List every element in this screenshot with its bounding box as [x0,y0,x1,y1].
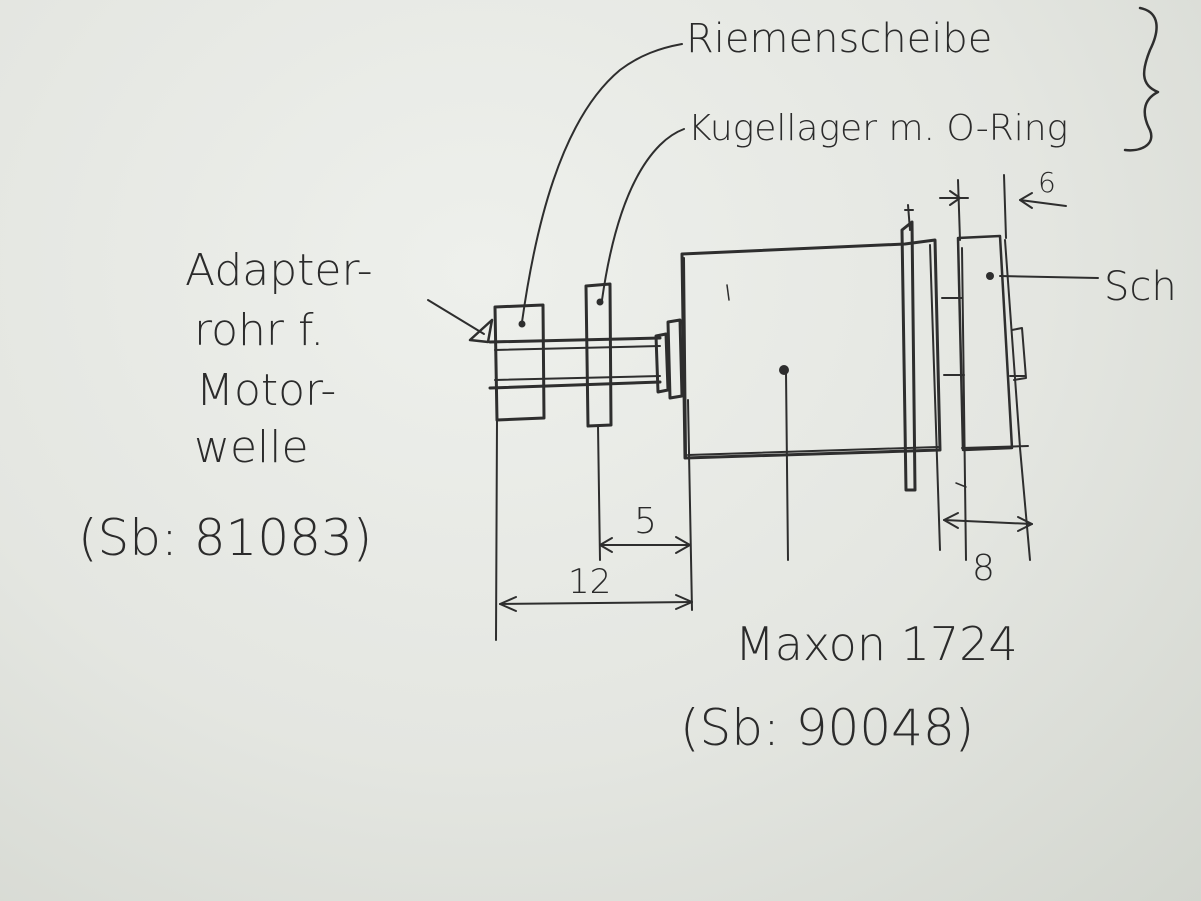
riemenscheibe-leader [521,43,683,323]
motor-flange [900,204,941,551]
dimension-6-line [939,174,1067,241]
dimension-5-line [599,399,693,611]
dimension-12-line [499,594,693,612]
dimension-8-line [943,512,1033,532]
dimension-12-label: 12 [568,562,611,602]
right-part [941,234,1099,561]
kugellager-leader [601,128,685,301]
adapter-leader [427,299,494,344]
dimension-6-label: 6 [1038,166,1056,199]
label-adapter-line3: Motor- [196,365,336,416]
motor-shaft [488,318,684,400]
label-adapter-line2: rohr f. [194,305,324,356]
adapter-tube [493,303,546,641]
label-riemenscheibe: Riemenscheibe [686,16,992,62]
label-right-partial: Sch [1104,264,1177,310]
label-adapter-part-no: (Sb: 81083) [78,509,372,567]
motor-body [680,238,942,460]
label-kugellager: Kugellager m. O-Ring [688,108,1068,149]
dimension-5-label: 5 [634,501,657,542]
dimension-8-label: 8 [972,548,995,589]
label-adapter-line4: welle [194,422,309,473]
grouping-brace [1123,6,1160,152]
motor-center-leader [779,365,789,561]
label-adapter-line1: Adapter- [185,245,373,296]
ball-bearing [584,282,613,561]
label-motor-part-no: (Sb: 90048) [680,699,974,757]
label-motor-name: Maxon 1724 [735,617,1018,671]
